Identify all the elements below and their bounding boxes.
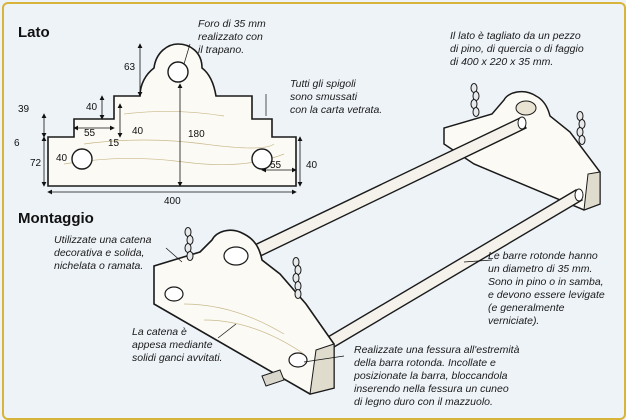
dim-40-mid: 40 (132, 126, 144, 137)
chains (184, 83, 586, 299)
note-hooks: La catena è appesa mediante solidi ganci… (132, 326, 223, 364)
assembly-drawing (153, 83, 601, 395)
note-slot: Realizzate una fessura all'estremità del… (354, 344, 520, 408)
dim-40-top: 40 (86, 102, 98, 113)
dim-15: 15 (108, 138, 120, 149)
dim-400: 400 (164, 196, 181, 207)
hole-top (167, 61, 189, 83)
back-side-piece (443, 90, 601, 211)
front-side-piece (153, 229, 335, 395)
note-wood: Il lato è tagliato da un pezzo di pino, … (450, 30, 584, 68)
dim-6: 6 (14, 138, 20, 149)
dim-63: 63 (124, 62, 136, 73)
dim-39: 39 (18, 104, 30, 115)
wedge (261, 369, 285, 387)
dim-55-left: 55 (84, 128, 96, 139)
side-profile (41, 43, 303, 195)
heading-assembly: Montaggio (18, 210, 94, 227)
note-bars: Le barre rotonde hanno un diametro di 35… (488, 250, 605, 327)
note-edges: Tutti gli spigoli sono smussati con la c… (290, 78, 383, 116)
heading-side: Lato (18, 24, 50, 41)
hole-right (251, 148, 273, 170)
dim-55-right: 55 (270, 160, 282, 171)
dim-180: 180 (188, 129, 205, 140)
note-chain: Utilizzate una catena decorativa e solid… (54, 234, 152, 272)
dim-40-right: 40 (306, 160, 318, 171)
note-hole: Foro di 35 mm realizzato con il trapano. (198, 18, 266, 56)
dim-40-hole: 40 (56, 153, 68, 164)
dimension-labels: 63 40 40 55 15 39 6 72 40 180 55 40 400 (14, 62, 318, 207)
hole-left (71, 148, 93, 170)
dim-72: 72 (30, 158, 42, 169)
drawing-canvas: 63 40 40 55 15 39 6 72 40 180 55 40 400 (14, 43, 601, 395)
